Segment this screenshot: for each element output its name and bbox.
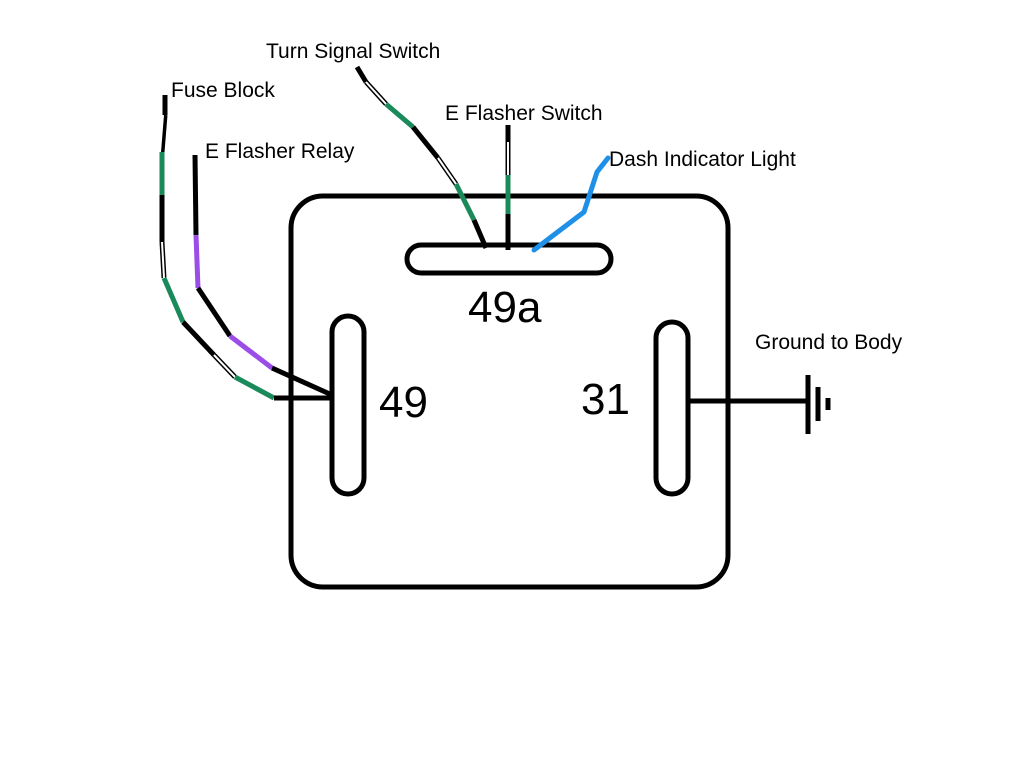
e-flasher-switch-label: E Flasher Switch (445, 102, 603, 125)
terminal-49 (329, 313, 367, 497)
turn-signal-switch-wire (354, 65, 489, 249)
pin-49-label: 49 (379, 378, 428, 427)
dash-indicator-light-wire (531, 155, 611, 253)
dash-indicator-light-label: Dash Indicator Light (609, 148, 796, 171)
turn-signal-switch-label: Turn Signal Switch (266, 40, 441, 63)
e-flasher-relay-wire (192, 154, 334, 398)
fuse-block-wire (159, 95, 332, 401)
ground-to-body-label: Ground to Body (755, 331, 903, 354)
terminal-31 (653, 319, 691, 497)
pin-49a-label: 49a (468, 283, 542, 332)
relay-body (288, 193, 731, 590)
e-flasher-relay-label: E Flasher Relay (205, 140, 355, 163)
pin-31-label: 31 (581, 375, 630, 424)
ground-icon (805, 375, 831, 434)
fuse-block-label: Fuse Block (171, 79, 275, 102)
